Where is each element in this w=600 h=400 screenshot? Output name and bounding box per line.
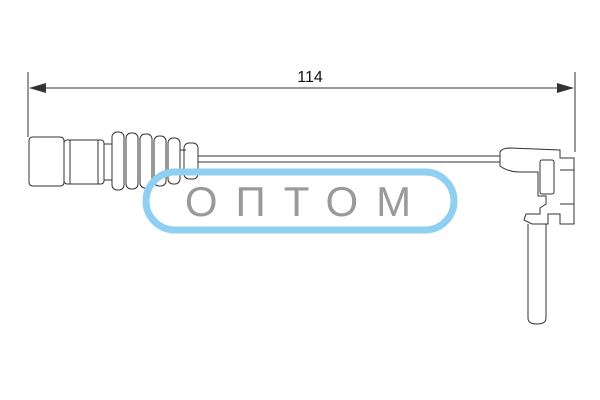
rib [111,131,125,191]
rib [167,137,181,185]
rib [139,133,153,189]
plug-collar [104,143,113,181]
sensor-probe [527,224,547,325]
sensor-clip-outline [499,147,575,225]
strain-relief-ribs [111,131,199,191]
watermark-text: ОПТОМ [185,178,429,225]
watermark-ring [142,168,458,234]
right-arrow-icon [557,83,574,93]
left-arrow-icon [29,83,46,93]
connector-plug [28,136,113,187]
plug-sleeve [63,139,105,185]
dimension-label: 114 [297,69,323,86]
rib-end [183,142,199,180]
sensor-cable [198,155,500,163]
plug-tip [28,136,65,187]
rib [125,132,139,190]
sensor-head [499,147,575,325]
rib [153,135,167,187]
watermark: ОПТОМ [142,168,458,234]
sensor-slot [539,159,555,195]
dimension-line [27,72,576,152]
